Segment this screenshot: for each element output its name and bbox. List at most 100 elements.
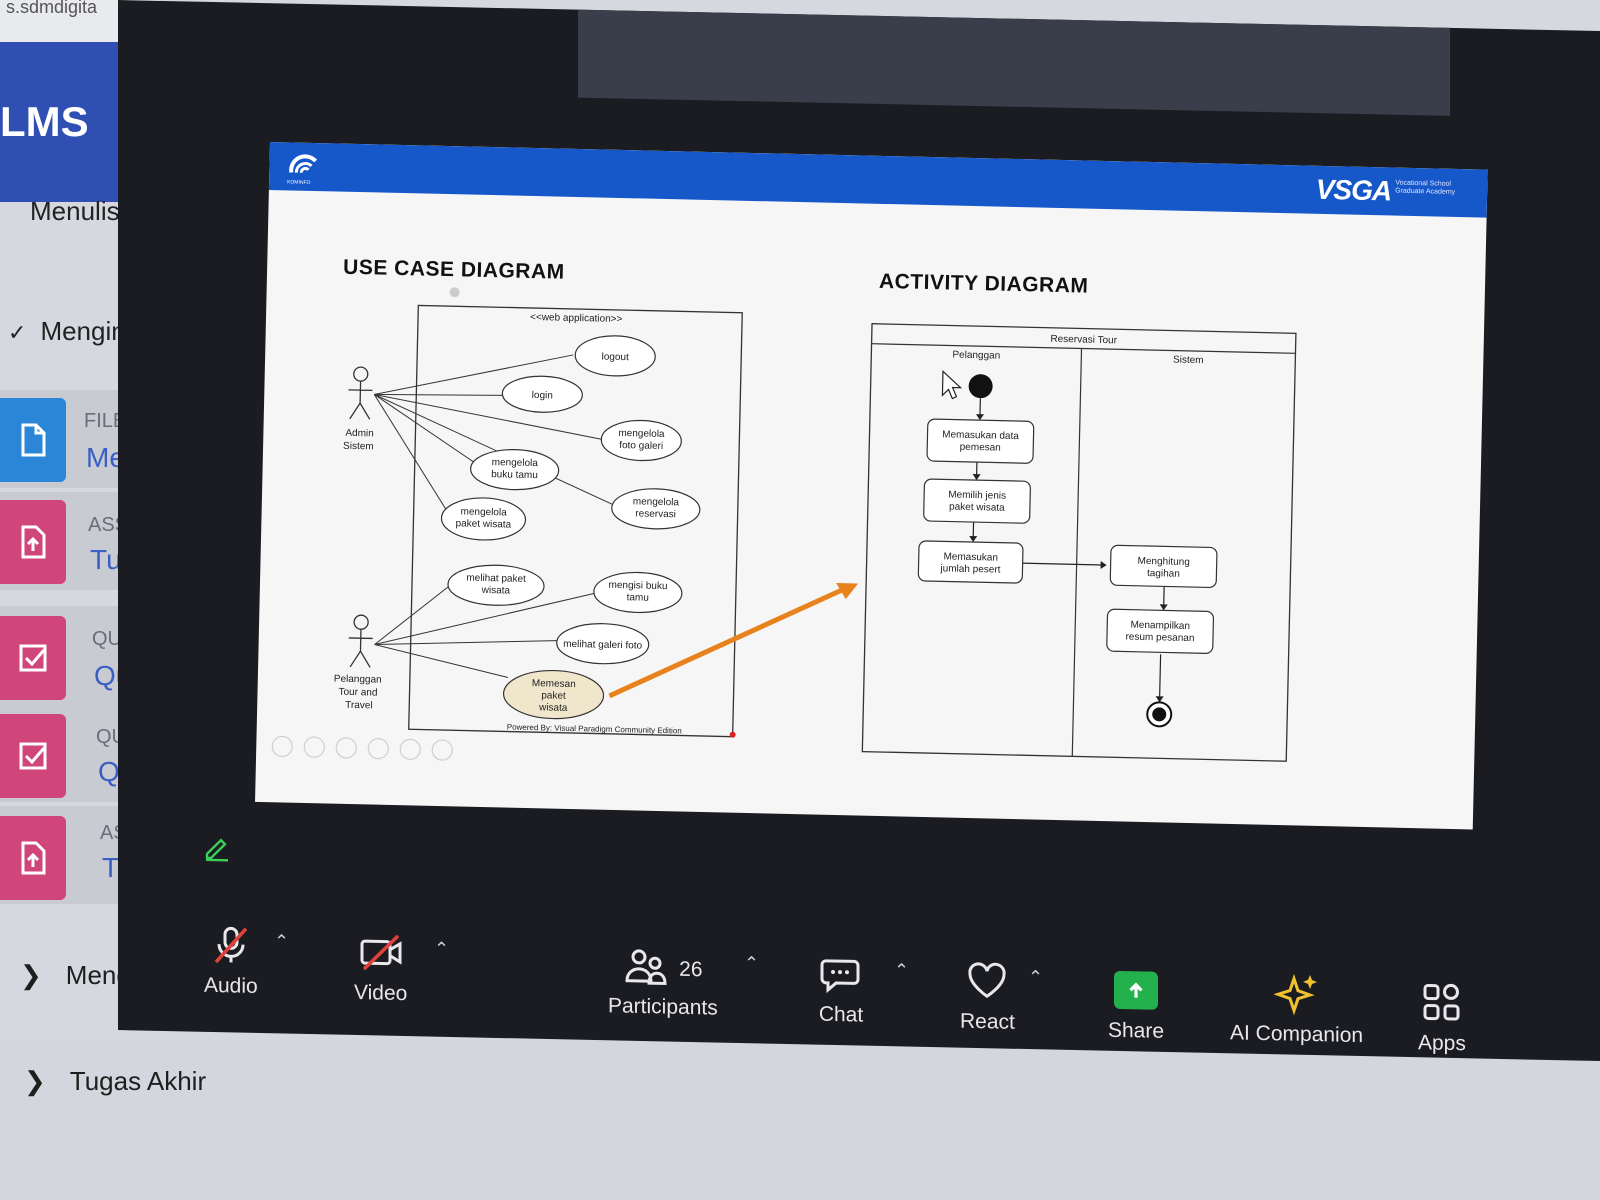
checkbox-icon bbox=[0, 616, 66, 700]
slide-header-bar: KOMINFO VSGA Vocational School Graduate … bbox=[268, 142, 1488, 218]
action-label: jumlah pesert bbox=[939, 563, 1000, 575]
chevron-down-icon: ✓ bbox=[8, 320, 27, 345]
actor-admin bbox=[348, 366, 373, 420]
apps-button[interactable]: Apps bbox=[1418, 979, 1466, 1056]
video-options-caret-icon[interactable]: ⌃ bbox=[434, 938, 450, 959]
section-tugas-akhir[interactable]: ❯Tugas Akhir bbox=[24, 1066, 206, 1097]
microphone-muted-icon bbox=[214, 926, 248, 964]
participants-button[interactable]: 26 Participants bbox=[608, 942, 718, 1020]
pen-tool-icon bbox=[335, 737, 357, 759]
apps-label: Apps bbox=[1418, 1031, 1466, 1056]
usecase-mengelola-paket-wisata bbox=[440, 497, 527, 541]
actor-admin-label-2: Sistem bbox=[343, 441, 374, 453]
visual-paradigm-footer: Powered By: Visual Paradigm Community Ed… bbox=[507, 723, 682, 736]
apps-icon bbox=[1423, 983, 1460, 1021]
slides-view-icon bbox=[367, 738, 389, 760]
initial-node bbox=[968, 374, 993, 399]
chat-label: Chat bbox=[818, 1002, 864, 1027]
usecase-label: wisata bbox=[538, 702, 568, 714]
checkbox-icon bbox=[0, 714, 66, 798]
react-button[interactable]: React bbox=[960, 958, 1015, 1035]
action-label: Menghitung bbox=[1137, 556, 1190, 568]
mouse-cursor-icon bbox=[941, 369, 963, 400]
participants-count: 26 bbox=[679, 957, 703, 982]
zoom-meeting-window: Audio ⌃ Video ⌃ 26 Participants bbox=[118, 0, 1600, 1062]
usecase-melihat-paket-wisata bbox=[447, 564, 545, 606]
usecase-label: Memesan bbox=[532, 678, 576, 690]
audio-options-caret-icon[interactable]: ⌃ bbox=[274, 931, 290, 952]
usecase-label: paket wisata bbox=[455, 518, 511, 530]
shared-slide: KOMINFO VSGA Vocational School Graduate … bbox=[255, 142, 1488, 830]
pool-label: Reservasi Tour bbox=[1050, 334, 1117, 347]
prev-slide-icon bbox=[271, 735, 293, 758]
system-label: <<web application>> bbox=[530, 312, 623, 325]
usecase-label: mengelola bbox=[460, 506, 507, 518]
usecase-label: wisata bbox=[481, 585, 511, 597]
upload-icon bbox=[0, 816, 66, 900]
usecase-mengelola-reservasi bbox=[611, 488, 701, 530]
video-button[interactable]: Video bbox=[354, 929, 407, 1006]
usecase-label: mengelola bbox=[492, 457, 539, 469]
action-menghitung-tagihan bbox=[1109, 544, 1218, 589]
react-options-caret-icon[interactable]: ⌃ bbox=[1028, 967, 1044, 988]
action-label: pemesan bbox=[960, 442, 1001, 454]
usecase-mengelola-buku-tamu bbox=[470, 449, 560, 491]
usecase-login-label: login bbox=[532, 390, 553, 401]
action-memasukan-jumlah bbox=[917, 540, 1024, 584]
usecase-label: mengelola bbox=[633, 496, 680, 508]
more-options-icon bbox=[431, 739, 453, 761]
resize-handle bbox=[729, 731, 736, 738]
actor-pelanggan-label-3: Travel bbox=[345, 700, 373, 712]
action-label: resum pesanan bbox=[1125, 632, 1194, 645]
participants-icon bbox=[625, 949, 667, 985]
logo-caption: KOMINFO bbox=[287, 179, 311, 186]
share-button[interactable]: Share bbox=[1108, 970, 1165, 1044]
upload-icon bbox=[0, 500, 66, 584]
usecase-memesan-paket-wisata bbox=[502, 669, 605, 720]
action-label: Menampilkan bbox=[1130, 620, 1190, 632]
usecase-label: mengisi buku bbox=[608, 580, 667, 592]
share-label: Share bbox=[1108, 1018, 1165, 1043]
usecase-melihat-galeri-foto bbox=[556, 623, 650, 665]
chevron-right-icon: ❯ bbox=[24, 1066, 46, 1096]
heart-icon bbox=[968, 962, 1007, 998]
sidebar-heading-mengin[interactable]: ✓Mengin bbox=[8, 316, 126, 347]
action-label: Memilih jenis bbox=[948, 489, 1006, 501]
audio-button[interactable]: Audio bbox=[204, 922, 258, 999]
actor-admin-label-1: Admin bbox=[345, 428, 374, 440]
usecase-label: foto galeri bbox=[619, 440, 663, 452]
ai-companion-label: AI Companion bbox=[1230, 1021, 1364, 1048]
usecase-label: melihat paket bbox=[466, 573, 526, 585]
item-type: FILE bbox=[84, 410, 127, 432]
video-label: Video bbox=[354, 980, 408, 1006]
annotate-pencil-icon[interactable] bbox=[202, 832, 232, 868]
pointer-dot bbox=[449, 287, 460, 298]
meeting-toolbar: Audio ⌃ Video ⌃ 26 Participants bbox=[118, 910, 1600, 1061]
usecase-mengelola-foto-galeri bbox=[600, 419, 682, 462]
slide-diagrams: <<web application>> Admin Sistem Pelangg… bbox=[271, 287, 1297, 762]
sidebar-heading-menulis[interactable]: Menulis bbox=[30, 196, 120, 226]
usecase-label: mengelola bbox=[618, 428, 665, 440]
audio-label: Audio bbox=[204, 973, 258, 998]
action-menampilkan-resum bbox=[1106, 608, 1215, 654]
actor-pelanggan-label-1: Pelanggan bbox=[334, 674, 382, 686]
chat-options-caret-icon[interactable]: ⌃ bbox=[894, 960, 910, 981]
chevron-right-icon: ❯ bbox=[20, 960, 42, 990]
ai-companion-button[interactable]: AI Companion bbox=[1230, 969, 1363, 1048]
file-icon bbox=[0, 398, 66, 482]
system-boundary bbox=[408, 304, 743, 738]
presenter-controls bbox=[271, 735, 453, 761]
usecase-mengisi-buku-tamu bbox=[593, 571, 683, 614]
actor-pelanggan-label-2: Tour and bbox=[338, 687, 377, 699]
lane-pelanggan-label: Pelanggan bbox=[952, 350, 1000, 362]
share-screen-icon bbox=[1114, 970, 1159, 1010]
usecase-logout bbox=[574, 335, 656, 377]
participants-options-caret-icon[interactable]: ⌃ bbox=[744, 953, 760, 974]
camera-off-icon bbox=[360, 934, 402, 971]
kominfo-logo-icon: KOMINFO bbox=[287, 154, 318, 186]
action-label: Memasukan data bbox=[942, 429, 1019, 442]
participant-video-strip bbox=[578, 9, 1450, 116]
actor-pelanggan bbox=[348, 614, 373, 668]
chat-button[interactable]: Chat bbox=[818, 951, 864, 1028]
usecase-label: melihat galeri foto bbox=[563, 639, 643, 652]
